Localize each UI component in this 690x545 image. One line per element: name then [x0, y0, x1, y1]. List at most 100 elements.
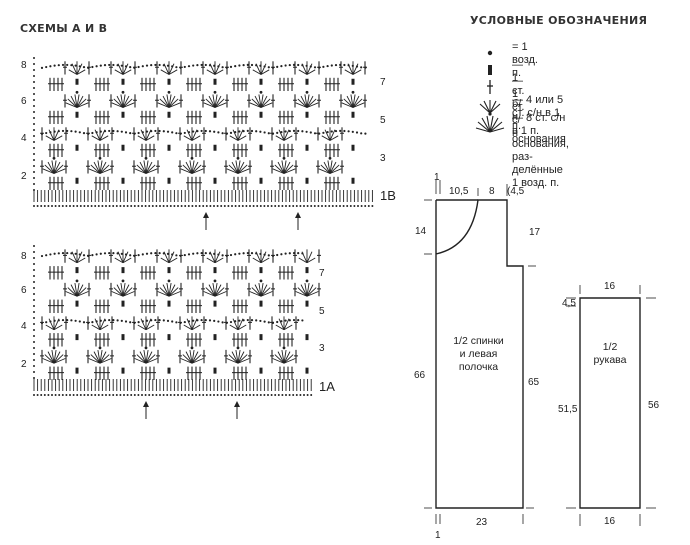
edge-chain — [33, 135, 35, 137]
fan-stitch — [137, 324, 147, 331]
foundation-chain — [306, 394, 309, 396]
fan-stitch — [136, 354, 147, 364]
fan-stitch — [260, 284, 268, 297]
chain-stitch — [221, 254, 224, 257]
fan-stitch — [251, 98, 262, 108]
fan-stitch — [71, 63, 78, 75]
fan-stitch — [191, 168, 204, 174]
fan-chain — [305, 279, 309, 283]
chain-stitch — [221, 321, 224, 324]
fan-stitch — [91, 135, 101, 141]
chain-stitch — [166, 130, 170, 133]
chain-stitch — [292, 318, 296, 322]
foundation-chain — [108, 394, 111, 396]
foundation-chain — [306, 205, 309, 207]
fan-chain — [98, 346, 102, 350]
foundation-chain — [245, 394, 248, 396]
chain-stitch — [276, 131, 279, 134]
foundation-chain — [148, 394, 151, 396]
fan-stitch — [283, 135, 293, 141]
foundation-chain — [47, 205, 50, 207]
sc-stitch — [213, 367, 217, 374]
chain-stitch — [229, 320, 233, 324]
fan-stitch — [283, 358, 296, 364]
fan-stitch — [76, 287, 87, 297]
chain-stitch — [103, 130, 107, 133]
foundation-chain — [259, 394, 262, 396]
fan-stitch — [232, 129, 239, 141]
fan-stitch — [260, 95, 268, 108]
foundation-chain — [216, 394, 219, 396]
fan-stitch — [300, 95, 308, 108]
fan-stitch — [272, 168, 285, 174]
edge-chain — [33, 129, 35, 131]
fan-stitch — [88, 358, 101, 364]
fan-stitch — [323, 161, 331, 174]
chain-stitch — [255, 64, 258, 67]
chain-stitch — [150, 252, 153, 255]
fan-stitch — [47, 351, 55, 364]
chain-stitch — [334, 63, 338, 67]
fan-stitch — [283, 129, 290, 141]
sc-stitch — [167, 267, 171, 274]
sc-stitch — [305, 78, 309, 85]
chain-stitch — [57, 319, 60, 322]
fan-stitch — [344, 69, 354, 75]
foundation-chain — [191, 394, 194, 396]
foundation-chain — [299, 205, 302, 207]
edge-chain — [33, 359, 35, 361]
foundation-chain — [220, 394, 223, 396]
chain-stitch — [225, 321, 228, 324]
chain-stitch — [124, 131, 128, 134]
sc-stitch — [75, 300, 79, 307]
foundation-chain — [249, 205, 251, 207]
foundation-chain — [97, 205, 100, 207]
foundation-chain — [180, 205, 183, 207]
body-dim-neck-depth: 14 — [415, 226, 427, 237]
body-dim-shoulder: (4,5 — [507, 186, 525, 197]
chain-stitch — [292, 129, 296, 133]
edge-chain — [33, 377, 35, 379]
foundation-chain — [83, 394, 86, 396]
chain-stitch — [145, 319, 149, 322]
chain-stitch — [259, 252, 262, 256]
fan-stitch — [214, 69, 224, 75]
sleeve-pattern-label: 1/2 рукава — [580, 341, 640, 367]
foundation-chain — [288, 205, 291, 207]
chain-stitch — [213, 64, 216, 67]
fan-stitch — [329, 161, 337, 174]
fan-stitch — [281, 160, 285, 174]
chain-stitch — [179, 254, 182, 258]
edge-chain — [33, 123, 35, 125]
fan-chain — [167, 90, 171, 94]
foundation-chain — [357, 205, 359, 207]
foundation-chain — [349, 205, 352, 207]
repeat-arrow-head — [295, 212, 301, 218]
foundation-chain — [209, 205, 212, 207]
fan-stitch — [99, 164, 110, 174]
fan-stitch — [329, 168, 342, 174]
body-dim-top-left: 1 — [434, 172, 440, 183]
edge-chain — [33, 63, 35, 65]
fan-stitch — [191, 164, 202, 174]
sc-stitch — [305, 111, 309, 118]
fan-stitch — [53, 358, 66, 364]
chain-stitch — [301, 64, 304, 67]
fan-stitch — [116, 95, 124, 108]
foundation-chain — [371, 205, 374, 207]
chain-stitch — [78, 65, 81, 68]
chain-stitch — [82, 254, 86, 257]
chain-stitch — [242, 130, 245, 133]
fan-chain — [259, 279, 263, 283]
chain-stitch — [87, 66, 90, 69]
fan-stitch — [42, 358, 55, 364]
foundation-chain — [87, 205, 89, 207]
fan-stitch — [260, 63, 267, 75]
fan-chain — [190, 156, 194, 160]
sc-stitch — [75, 144, 79, 151]
foundation-chain — [256, 394, 259, 396]
chain-stitch — [45, 131, 48, 135]
chart-a-row-label-8: 8 — [21, 251, 27, 262]
fan-stitch — [304, 282, 308, 297]
chain-stitch — [49, 253, 52, 256]
